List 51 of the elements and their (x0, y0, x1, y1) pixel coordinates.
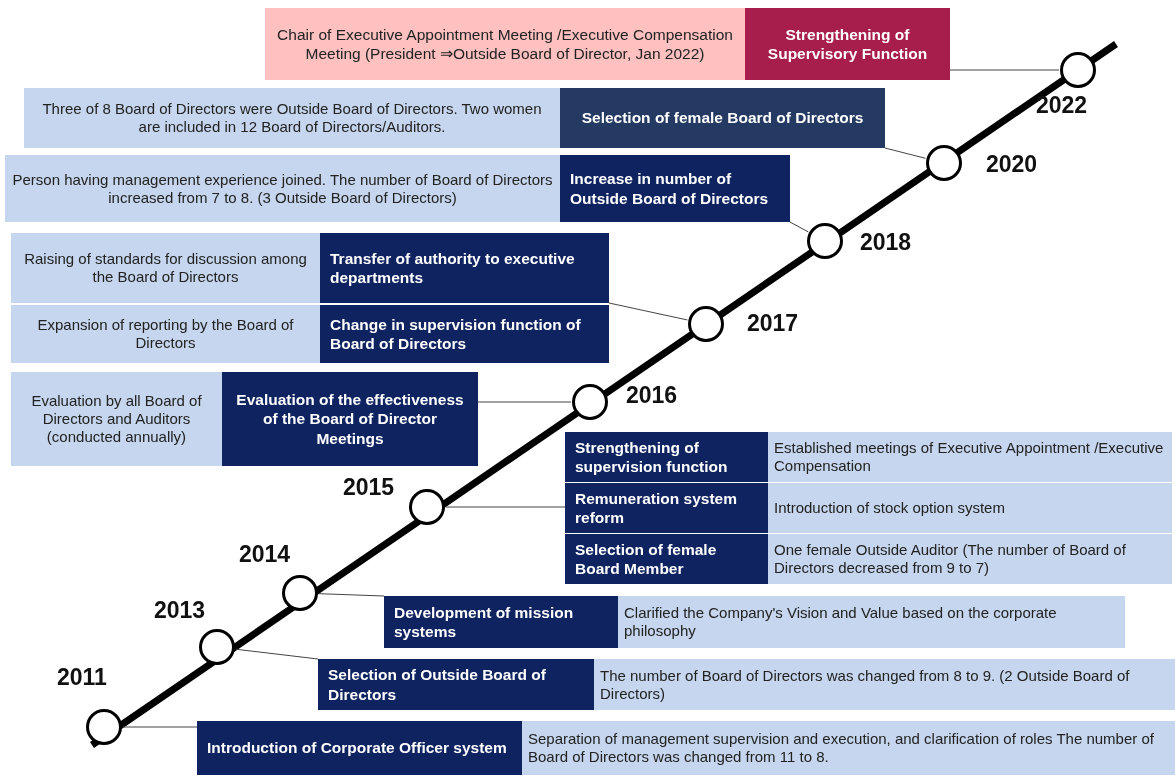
timeline-circle (282, 575, 318, 611)
year-label: 2016 (626, 382, 678, 409)
description-box: The number of Board of Directors was changed from 8 to 9. (2 Outside Board of Directors) (594, 659, 1175, 710)
timeline-circle (807, 223, 843, 259)
heading-box: Strengthening of Supervisory Function (745, 8, 950, 80)
heading-box: Change in supervision function of Board of Directors (320, 305, 609, 363)
year-label: 2017 (747, 310, 799, 337)
leader-line (789, 221, 809, 233)
heading-box: Remuneration system reform (565, 483, 768, 533)
description-box: Three of 8 Board of Directors were Outside Board of Directors. Two women are included in 12 Board of Directors/Auditors. (24, 88, 560, 148)
year-label: 2015 (343, 474, 395, 501)
heading-box: Introduction of Corporate Officer system (197, 721, 522, 775)
year-label: 2022 (1036, 92, 1088, 119)
heading-box: Development of mission systems (384, 596, 618, 648)
year-label: 2013 (154, 597, 206, 624)
leader-line (235, 648, 319, 660)
description-box: One female Outside Auditor (The number of Board of Directors decreased from 9 to 7) (768, 534, 1172, 584)
description-box: Chair of Executive Appointment Meeting /Executive Compensation Meeting (President ⇒Outside Board of Director, Jan 2022) (265, 8, 745, 80)
leader-line (608, 302, 688, 321)
timeline-circle (199, 629, 235, 665)
description-box: Evaluation by all Board of Directors and Auditors (conducted annually) (11, 372, 222, 466)
leader-line (445, 506, 566, 508)
heading-box: Selection of female Board of Directors (560, 88, 885, 148)
timeline-circle (86, 709, 122, 745)
description-box: Person having management experience joined. The number of Board of Directors increased from 7 to 8. (3 Outside Board of Directors) (5, 155, 560, 222)
heading-box: Increase in number of Outside Board of Directors (560, 155, 790, 222)
description-box: Established meetings of Executive Appointment /Executive Compensation (768, 432, 1172, 482)
description-box: Separation of management supervision and execution, and clarification of roles The number of Board of Directors was changed from 11 to 8. (522, 721, 1175, 775)
year-label: 2011 (57, 664, 107, 691)
heading-box: Selection of Outside Board of Directors (318, 659, 594, 710)
heading-box: Strengthening of supervision function (565, 432, 768, 482)
year-label: 2018 (860, 229, 912, 256)
description-box: Expansion of reporting by the Board of Directors (11, 305, 320, 363)
timeline-circle (688, 306, 724, 342)
timeline-circle (926, 145, 962, 181)
leader-line (318, 593, 385, 597)
year-label: 2020 (986, 151, 1038, 178)
timeline-circle (572, 384, 608, 420)
leader-line (949, 69, 1060, 71)
heading-box: Evaluation of the effectiveness of the Board of Director Meetings (222, 372, 478, 466)
heading-box: Selection of female Board Member (565, 534, 768, 584)
heading-box: Transfer of authority to executive departments (320, 233, 609, 303)
description-box: Clarified the Company's Vision and Value based on the corporate philosophy (618, 596, 1125, 648)
year-label: 2014 (239, 541, 291, 568)
leader-line (477, 401, 572, 403)
timeline-circle (1060, 52, 1096, 88)
leader-line (122, 726, 198, 728)
description-box: Raising of standards for discussion among the Board of Directors (11, 233, 320, 303)
timeline-circle (409, 489, 445, 525)
leader-line (884, 147, 927, 159)
description-box: Introduction of stock option system (768, 483, 1172, 533)
